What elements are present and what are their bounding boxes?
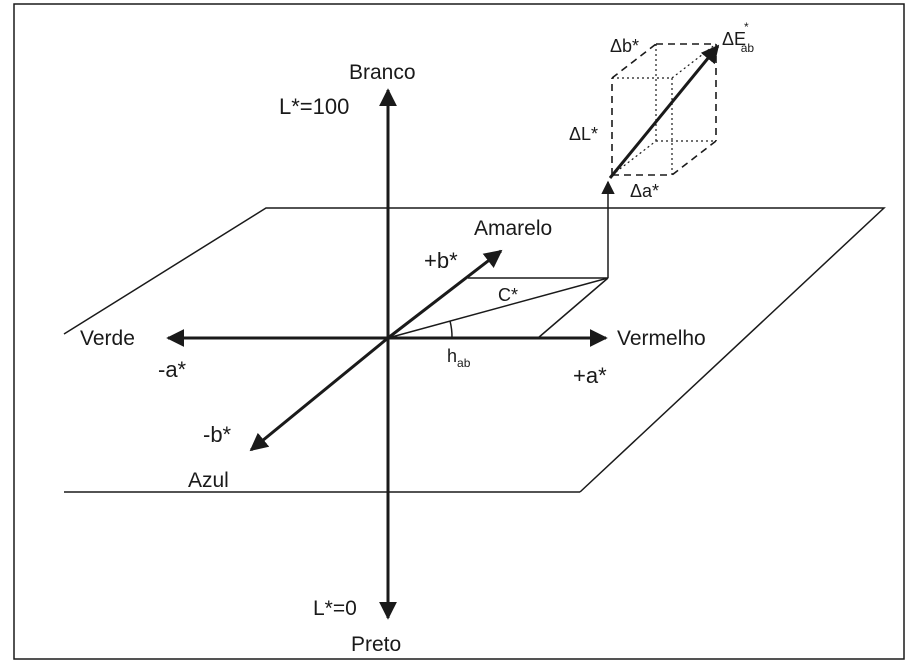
green-label: Verde bbox=[80, 327, 135, 350]
l-max-label: L*=100 bbox=[279, 94, 349, 119]
pos-a-label: +a* bbox=[573, 363, 607, 388]
delta-e-vector bbox=[608, 44, 720, 179]
a-component-line bbox=[537, 277, 609, 339]
neg-b-label: -b* bbox=[203, 422, 232, 447]
b-axis-down bbox=[249, 336, 389, 452]
delta-a-label: Δa* bbox=[630, 181, 659, 201]
yellow-label: Amarelo bbox=[474, 217, 552, 240]
chroma-vector bbox=[387, 277, 609, 339]
delta-b-label: Δb* bbox=[610, 36, 639, 56]
blue-label: Azul bbox=[188, 469, 229, 492]
hue-angle-label: hab bbox=[447, 346, 471, 370]
white-label: Branco bbox=[349, 61, 416, 84]
b-axis-up bbox=[387, 249, 503, 340]
ab-plane-top-edges bbox=[63, 207, 886, 493]
black-label: Preto bbox=[351, 633, 401, 656]
neg-a-label: -a* bbox=[158, 357, 187, 382]
figure-border bbox=[13, 3, 905, 660]
delta-e-label: ΔE*ab bbox=[722, 20, 754, 55]
l-min-label: L*=0 bbox=[313, 597, 357, 620]
hue-angle-arc bbox=[449, 320, 453, 339]
chroma-label: C* bbox=[498, 285, 518, 305]
pos-b-label: +b* bbox=[424, 248, 458, 273]
red-label: Vermelho bbox=[617, 327, 706, 350]
delta-l-label: ΔL* bbox=[569, 124, 598, 144]
